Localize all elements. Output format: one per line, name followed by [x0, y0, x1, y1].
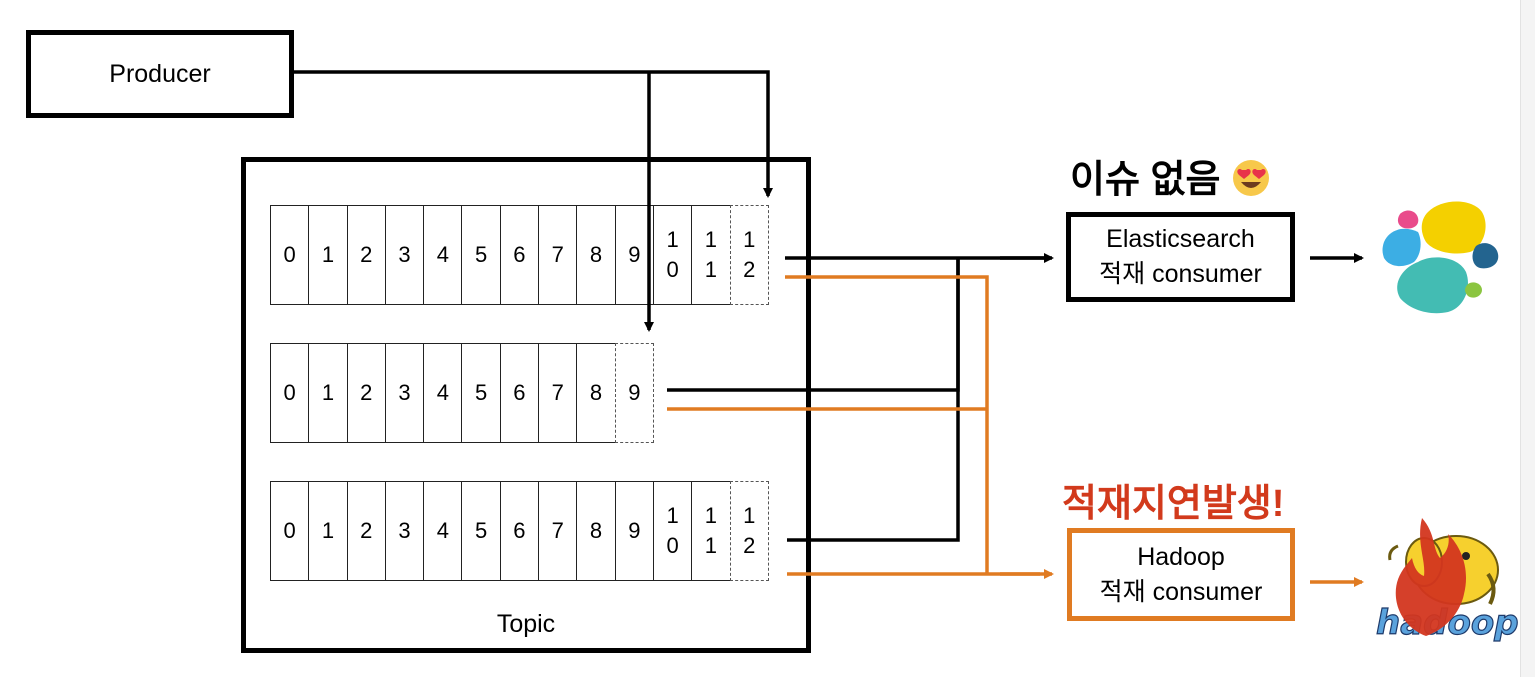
- producer-box: Producer: [26, 30, 294, 118]
- hadoop-consumer-desc: 적재 consumer: [1099, 577, 1263, 606]
- offset-cell: 0: [270, 205, 310, 305]
- offset-cell: 0: [270, 481, 310, 581]
- hadoop-logo-icon: hadoop: [1375, 518, 1519, 642]
- offset-cell: 1: [308, 343, 348, 443]
- producer-to-partition-1-arrow: [294, 70, 773, 198]
- offset-cell: 5: [461, 343, 501, 443]
- hadoop-consume-lines: [667, 275, 1040, 576]
- producer-label: Producer: [109, 59, 211, 88]
- offset-cell: 9: [614, 343, 654, 443]
- offset-cell: 3: [384, 481, 425, 581]
- offset-cell: 8: [576, 205, 616, 305]
- offset-cell: 3: [384, 205, 425, 305]
- elasticsearch-consumer-name: Elasticsearch: [1106, 225, 1255, 253]
- offset-cell: 8: [576, 481, 616, 581]
- offset-cell: 4: [423, 343, 463, 443]
- offset-cell: 2: [346, 205, 386, 305]
- elasticsearch-consumer-desc: 적재 consumer: [1099, 260, 1262, 288]
- offset-cell: 2: [346, 481, 386, 581]
- topic-label: Topic: [496, 610, 556, 638]
- hadoop-consumer-box: Hadoop 적재 consumer: [1067, 528, 1295, 621]
- offset-cell: 6: [499, 205, 540, 305]
- offset-cell: 5: [461, 205, 501, 305]
- hadoop-consumer-name: Hadoop: [1137, 542, 1225, 571]
- elasticsearch-consumer-box: Elasticsearch 적재 consumer: [1066, 212, 1295, 302]
- elasticsearch-status-heading: 이슈 없음: [1070, 148, 1271, 203]
- offset-cell: 8: [576, 343, 616, 443]
- elasticsearch-logo-icon: [1382, 201, 1499, 314]
- offset-cell: 1: [308, 481, 348, 581]
- elasticsearch-status-text: 이슈 없음: [1070, 159, 1221, 201]
- offset-cell: 6: [499, 481, 540, 581]
- window-right-edge: [1520, 0, 1535, 677]
- offset-cell: 7: [538, 205, 578, 305]
- hadoop-status-heading: 적재지연발생!: [1062, 483, 1285, 525]
- elasticsearch-consume-lines: [667, 256, 1046, 542]
- offset-cell: 6: [499, 343, 540, 443]
- offset-cell: 3: [384, 343, 425, 443]
- heart-eyes-emoji-icon: [1232, 160, 1269, 196]
